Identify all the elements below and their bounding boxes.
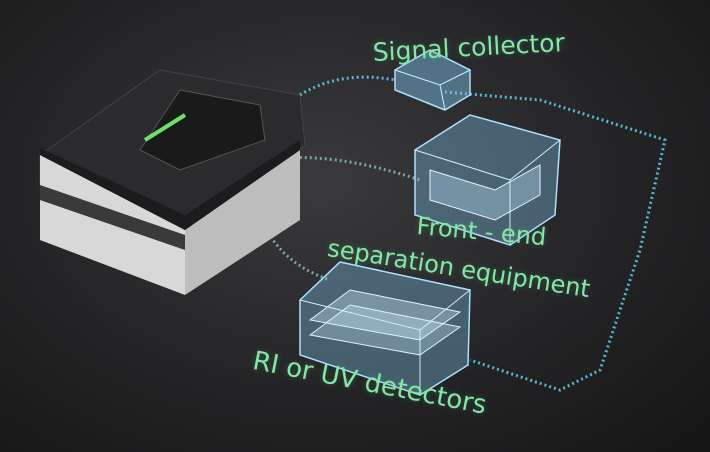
- detector-module: [299, 261, 471, 396]
- link-collector-loop: [444, 90, 667, 392]
- instrument-device: [39, 69, 306, 295]
- link-device-to-detector: [253, 199, 331, 282]
- separation-equipment-module: [414, 114, 561, 246]
- signal-collector-module: [394, 49, 471, 111]
- status-light: [143, 113, 187, 142]
- link-device-to-collector: [299, 75, 396, 97]
